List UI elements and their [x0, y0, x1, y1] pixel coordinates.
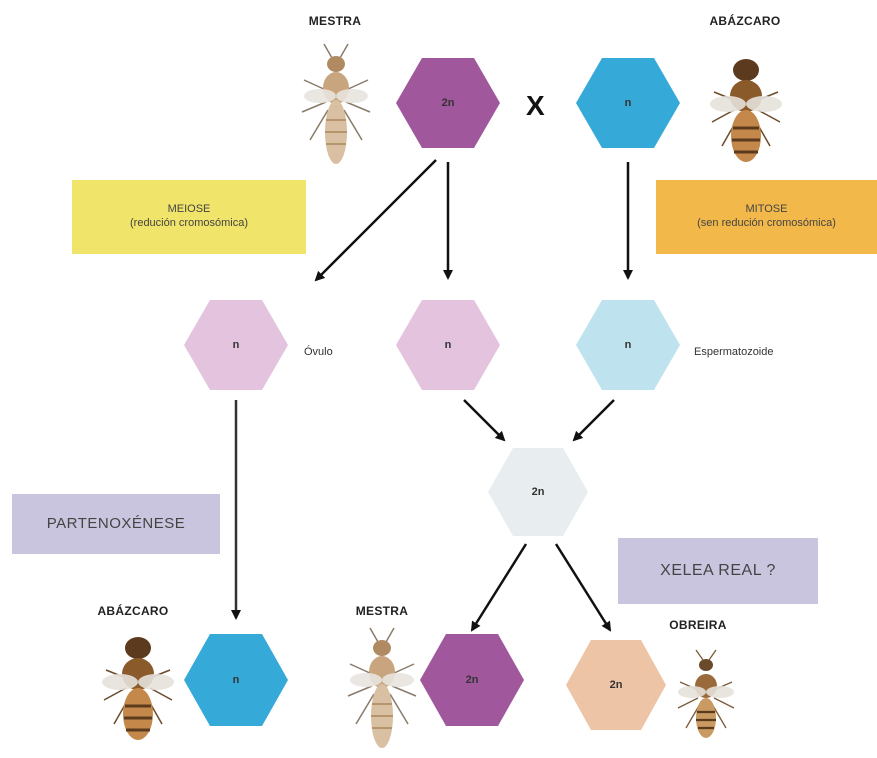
meiosis-subtitle: (redución cromosómica)	[130, 217, 248, 231]
meiosis-box: MEIOSE (redución cromosómica)	[72, 180, 306, 254]
offspring-queen-bee-icon	[342, 624, 422, 754]
arrow-queen-to-ovule	[316, 160, 436, 280]
ovule-label: Óvulo	[304, 346, 333, 358]
offspring-drone-bee-icon	[98, 626, 178, 750]
arrow-ovule2-to-zygote	[464, 400, 504, 440]
offspring-drone-label: ABÁZCARO	[78, 604, 188, 618]
worker-bee-icon	[674, 648, 738, 748]
arrow-zygote-to-queen	[472, 544, 526, 630]
parthenogenesis-box: PARTENOXÉNESE	[12, 494, 220, 554]
royal-jelly-box: XELEA REAL ?	[618, 538, 818, 604]
parent-queen-label: MESTRA	[295, 14, 375, 28]
meiosis-title: MEIOSE	[168, 203, 211, 217]
mitosis-title: MITOSE	[746, 203, 788, 217]
mitosis-subtitle: (sen redución cromosómica)	[697, 217, 836, 231]
parthenogenesis-label: PARTENOXÉNESE	[47, 515, 185, 534]
offspring-worker-label: OBREIRA	[658, 618, 738, 632]
drone-bee-icon	[706, 48, 786, 172]
offspring-queen-label: MESTRA	[342, 604, 422, 618]
queen-bee-icon	[296, 40, 376, 170]
arrow-zygote-to-worker	[556, 544, 610, 630]
royal-jelly-label: XELEA REAL ?	[660, 561, 776, 581]
cross-symbol: X	[526, 90, 545, 122]
sperm-label: Espermatozoide	[694, 346, 774, 358]
parent-drone-label: ABÁZCARO	[690, 14, 800, 28]
arrow-sperm-to-zygote	[574, 400, 614, 440]
mitosis-box: MITOSE (sen redución cromosómica)	[656, 180, 877, 254]
